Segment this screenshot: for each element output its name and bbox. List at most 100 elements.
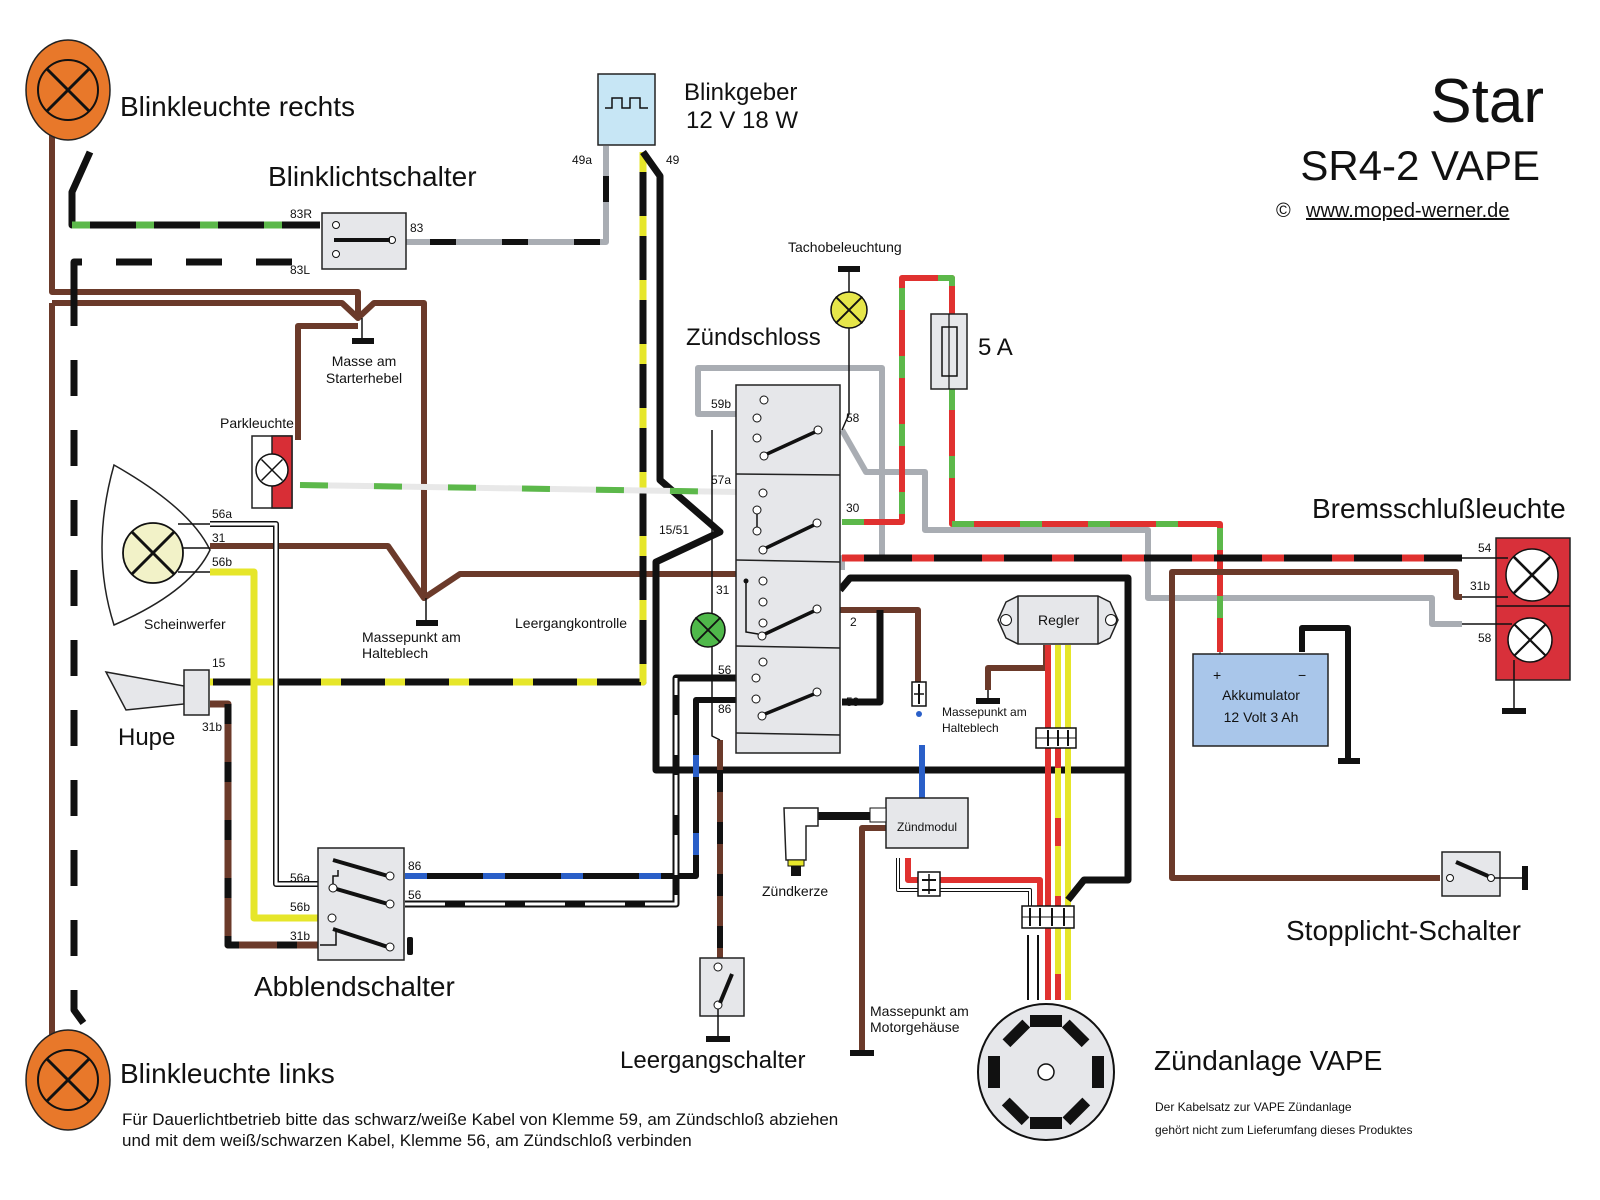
terminal-horn-15: 15 [212, 656, 226, 670]
connector-single [911, 681, 927, 717]
ignition-module [869, 797, 969, 849]
terminal-83L: 83L [290, 263, 310, 277]
terminal-tail-58: 58 [1478, 631, 1492, 645]
terminal-30: 30 [846, 501, 860, 515]
dimmer-switch [317, 847, 413, 961]
battery [1192, 652, 1329, 747]
connector-module [917, 871, 941, 897]
label-fuse: 5 A [978, 334, 1013, 361]
terminal-49a: 49a [572, 153, 592, 167]
label-battery-name: Akkumulator [1222, 687, 1300, 703]
label-blinker-left: Blinkleuchte links [120, 1058, 335, 1089]
label-battery-plus: + [1213, 667, 1221, 683]
wire-brown-left-blinker [49, 122, 361, 318]
label-battery-minus: − [1298, 667, 1306, 683]
label-ground-bracket-1: Massepunkt am [362, 629, 461, 645]
label-neutral-indicator: Leergangkontrolle [515, 615, 627, 631]
terminal-56: 56 [718, 663, 732, 677]
terminal-59b: 59b [711, 397, 731, 411]
connector-generator [1021, 905, 1075, 929]
label-ground-engine-1: Massepunkt am [870, 1003, 969, 1019]
website-link[interactable]: www.moped-werner.de [1305, 200, 1509, 222]
terminal-59: 59 [846, 695, 860, 709]
terminal-horn-31b: 31b [202, 720, 222, 734]
label-ignition-system: Zündanlage VAPE [1154, 1045, 1382, 1076]
wire-brown-loop-2 [52, 300, 427, 598]
ignition-lock [735, 384, 841, 754]
label-blinker-right: Blinkleuchte rechts [120, 91, 355, 122]
blinker-left-lamp [25, 1029, 111, 1131]
terminal-dimmer-56a: 56a [290, 871, 310, 885]
stop-light-switch [1441, 851, 1528, 897]
brand-title: Star [1430, 67, 1544, 136]
blinker-switch [321, 212, 407, 270]
connector-regulator [1035, 727, 1077, 749]
label-ground-bracket-2a: Massepunkt am [942, 705, 1027, 719]
label-ground-bracket-2b: Halteblech [942, 721, 999, 735]
wire-brown-headlight-31 [210, 543, 740, 601]
label-speedo-light: Tachobeleuchtung [788, 239, 902, 255]
footnote-line-1: Für Dauerlichtbetrieb bitte das schwarz/… [122, 1110, 838, 1129]
regulator [976, 595, 1119, 704]
label-regulator: Regler [1038, 612, 1080, 628]
label-ground-engine-2: Motorgehäuse [870, 1019, 960, 1035]
label-flasher: Blinkgeber [684, 79, 797, 106]
terminal-dimmer-86: 86 [408, 859, 422, 873]
terminal-31: 31 [716, 583, 730, 597]
spark-plug [783, 807, 819, 876]
terminal-58: 58 [846, 411, 860, 425]
label-ignition-note-2: gehört nicht zum Lieferumfang dieses Pro… [1155, 1123, 1412, 1137]
headlight [101, 463, 211, 627]
flasher-unit [597, 73, 656, 146]
label-neutral-switch: Leergangschalter [620, 1047, 805, 1074]
footnote-line-2: und mit dem weiß/schwarzen Kabel, Klemme… [122, 1131, 692, 1150]
neutral-switch [699, 957, 745, 1042]
wires [49, 122, 1462, 1050]
generator-stator [977, 1003, 1115, 1141]
model-title: SR4-2 VAPE [1300, 142, 1540, 189]
ground-starter-symbol [352, 318, 374, 344]
label-park-light: Parkleuchte [220, 415, 294, 431]
label-ground-starter-2: Starterhebel [326, 370, 402, 386]
terminal-86: 86 [718, 702, 732, 716]
label-ground-starter-1: Masse am [332, 353, 397, 369]
labels: Star SR4-2 VAPE © www.moped-werner.de Bl… [118, 67, 1566, 1150]
label-stop-switch: Stopplicht-Schalter [1286, 915, 1521, 946]
terminal-headlight-56a: 56a [212, 507, 232, 521]
tail-light [1462, 537, 1571, 714]
park-light [251, 435, 293, 509]
battery-ground [1338, 758, 1360, 764]
label-headlight: Scheinwerfer [144, 616, 226, 632]
terminal-57a: 57a [711, 473, 731, 487]
terminal-49: 49 [666, 153, 680, 167]
label-ignition-module: Zündmodul [897, 820, 957, 834]
label-battery-spec: 12 Volt 3 Ah [1224, 709, 1299, 725]
terminal-dimmer-56b: 56b [290, 900, 310, 914]
terminal-83: 83 [410, 221, 424, 235]
label-ignition-lock: Zündschloss [686, 324, 821, 351]
label-ground-bracket-2: Halteblech [362, 645, 428, 661]
terminal-dimmer-31b: 31b [290, 929, 310, 943]
label-blinker-switch: Blinklichtschalter [268, 161, 477, 192]
label-flasher-spec: 12 V 18 W [686, 107, 798, 134]
label-horn: Hupe [118, 724, 175, 751]
terminal-tail-31b: 31b [1470, 579, 1490, 593]
terminal-dimmer-56: 56 [408, 888, 422, 902]
blinker-right-lamp [25, 39, 111, 141]
terminal-83R: 83R [290, 207, 312, 221]
terminal-2: 2 [850, 615, 857, 629]
terminal-15-51: 15/51 [659, 523, 689, 537]
label-spark-plug: Zündkerze [762, 883, 828, 899]
terminal-headlight-56b: 56b [212, 555, 232, 569]
terminal-headlight-31: 31 [212, 531, 226, 545]
wire-brown-park [295, 323, 358, 440]
ground-engine-symbol [850, 1050, 874, 1056]
terminal-tail-54: 54 [1478, 541, 1492, 555]
ground-bracket-symbol [416, 598, 438, 626]
speedo-lamp [830, 266, 868, 431]
label-dimmer-switch: Abblendschalter [254, 971, 455, 1002]
neutral-indicator-lamp [690, 612, 726, 648]
label-ignition-note-1: Der Kabelsatz zur VAPE Zündanlage [1155, 1100, 1352, 1114]
fuse [930, 313, 968, 390]
